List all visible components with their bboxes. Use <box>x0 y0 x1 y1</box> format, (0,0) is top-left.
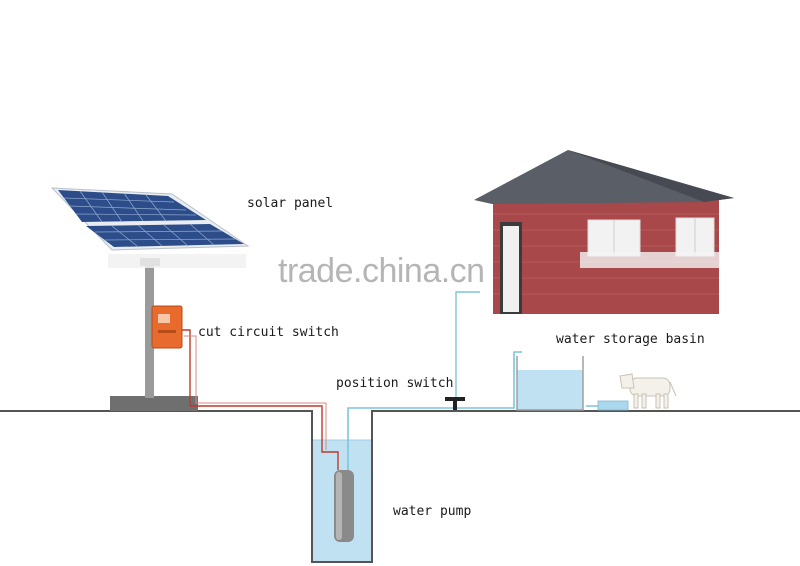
ground <box>0 410 800 563</box>
cow <box>619 373 677 409</box>
label-water-pump: water pump <box>393 504 472 519</box>
house <box>474 150 734 314</box>
red-wire <box>182 329 339 470</box>
cut-circuit-switch-box <box>151 305 183 349</box>
water-pump <box>334 470 354 542</box>
watermark: trade.china.cn <box>278 252 485 290</box>
position-switch <box>445 397 465 410</box>
label-cut-circuit-switch: cut circuit switch <box>198 325 339 340</box>
water-storage-basin <box>516 356 629 411</box>
solar-panel <box>50 187 250 268</box>
label-position-switch: position switch <box>336 376 454 391</box>
label-solar-panel: solar panel <box>247 196 334 211</box>
label-water-storage-basin: water storage basin <box>556 332 705 347</box>
